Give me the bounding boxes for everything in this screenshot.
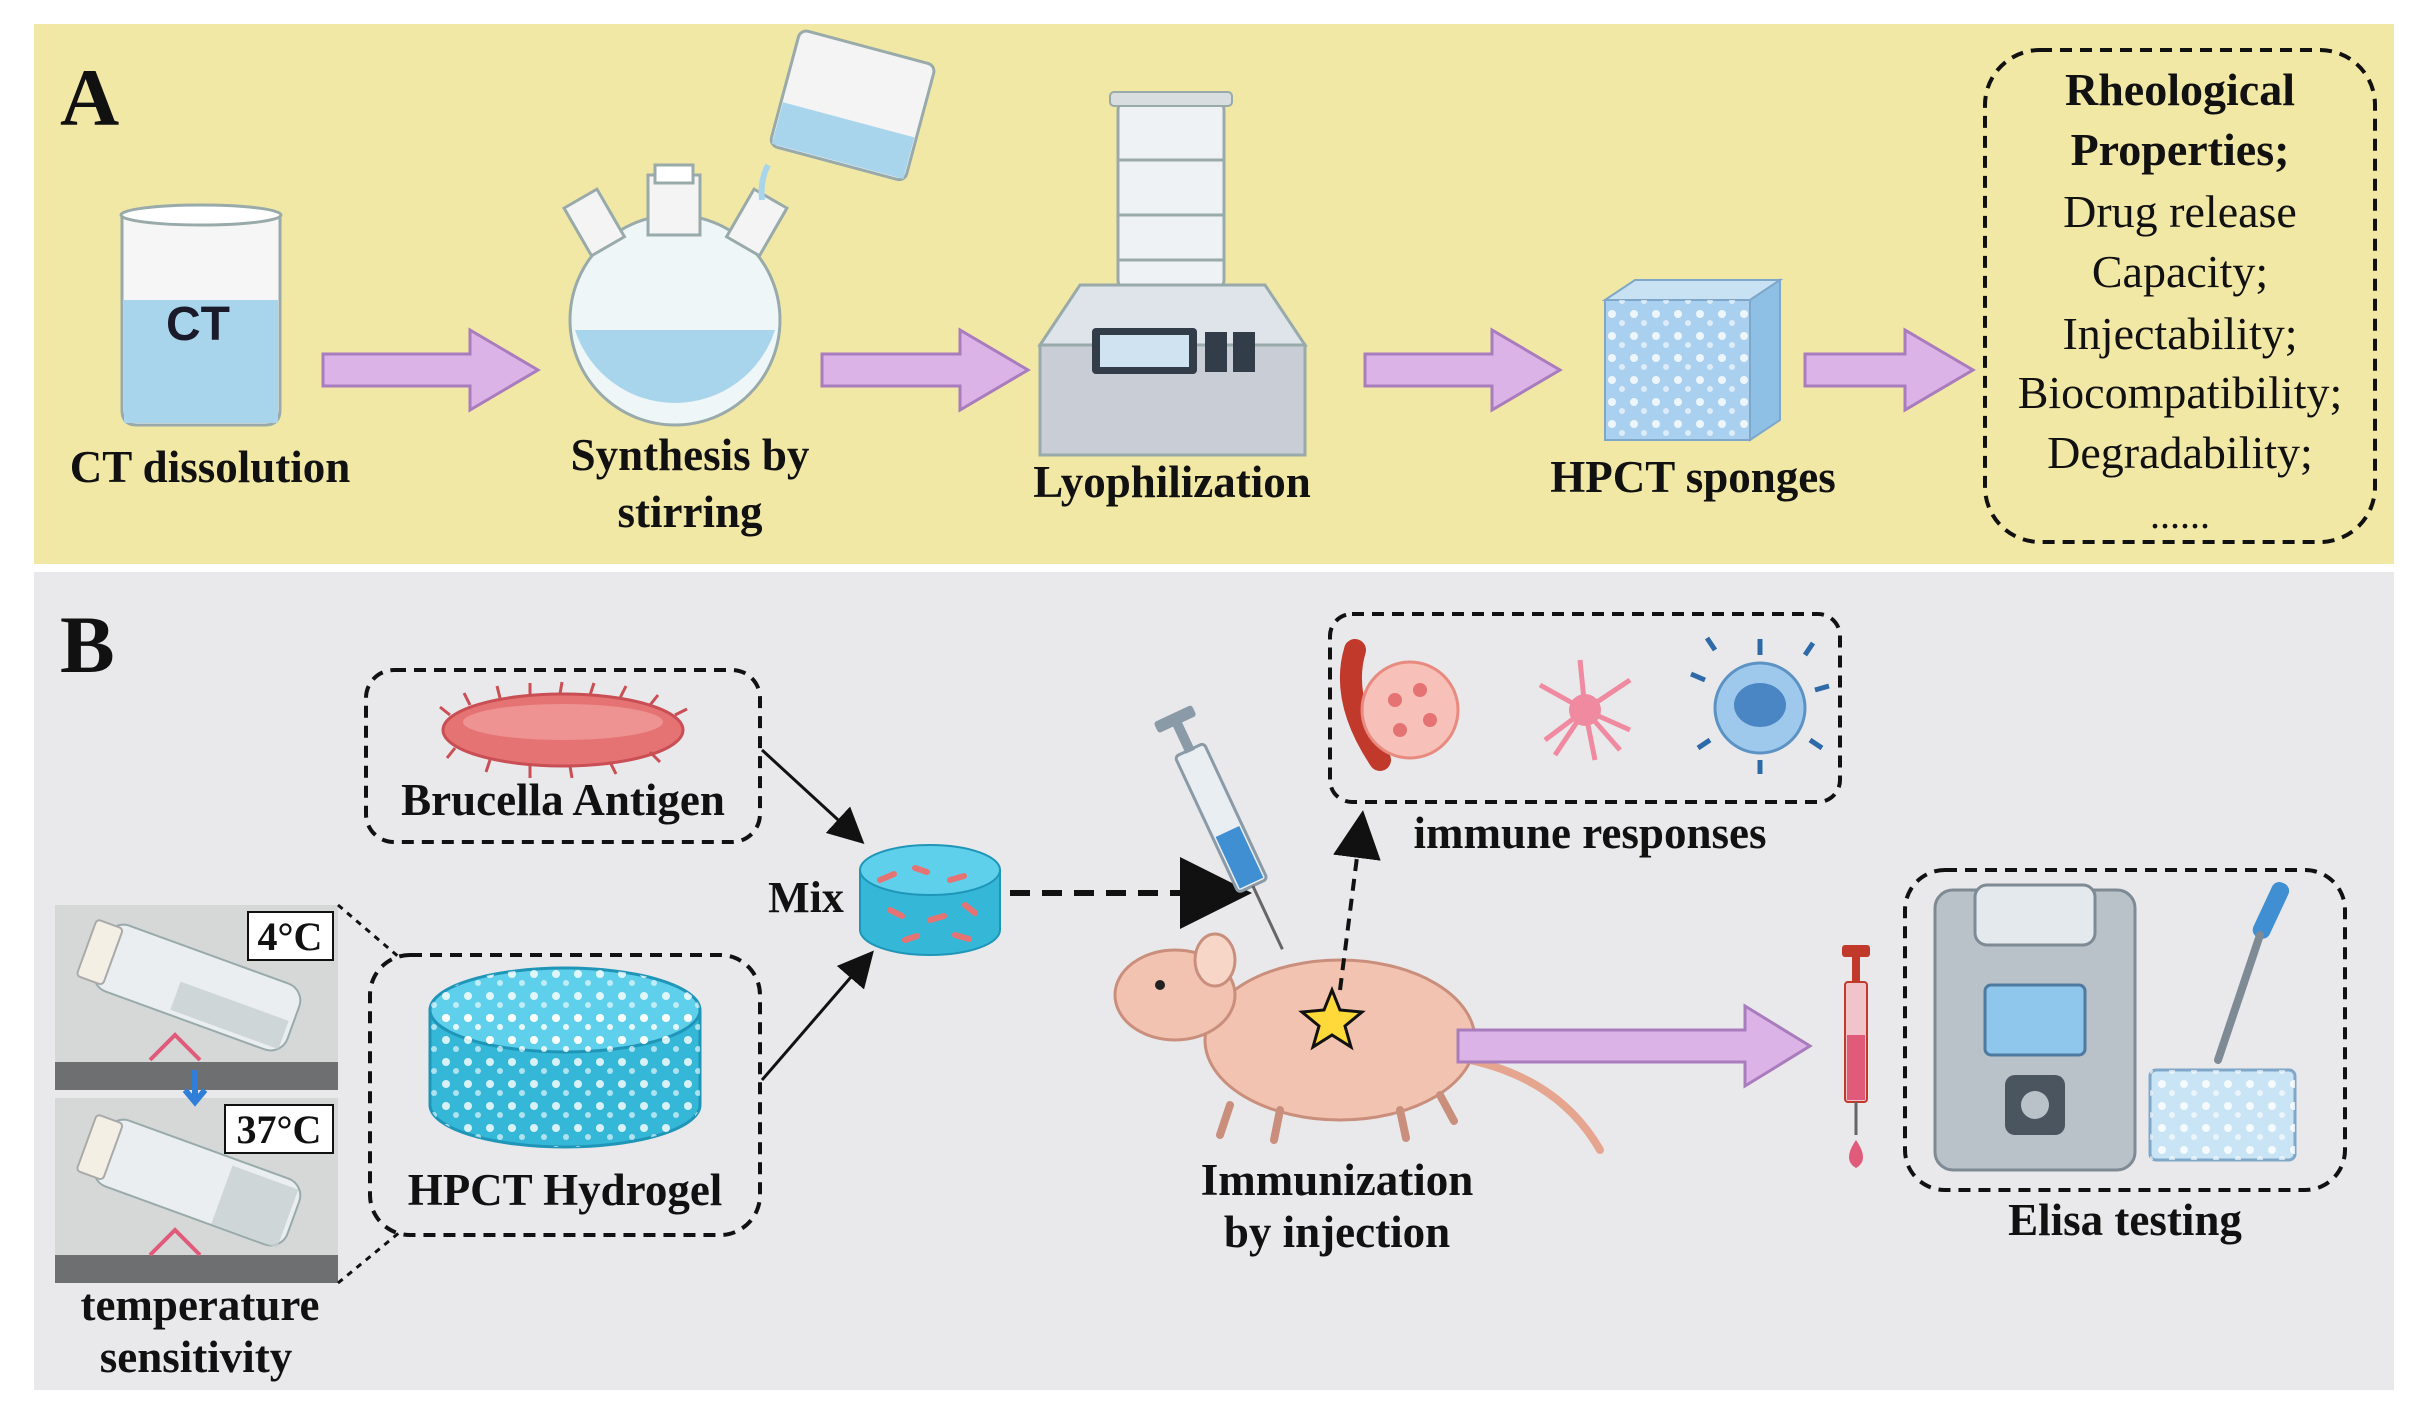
temperature-arrow xyxy=(182,1070,208,1107)
elisa-testing-label: Elisa testing xyxy=(2008,1195,2242,1245)
step-synthesis-line2: stirring xyxy=(618,487,763,537)
syringe-icon xyxy=(1154,705,1284,950)
step-hpct-sponges: HPCT sponges xyxy=(1550,452,1836,502)
temperature-label-line1: temperature xyxy=(80,1280,319,1330)
properties-line: ...... xyxy=(2150,492,2210,537)
pouring-beaker-icon xyxy=(769,29,936,182)
vial-photo-cold: 4°C xyxy=(55,905,338,1090)
properties-line: Injectability; xyxy=(2062,308,2297,359)
sponge-cube-icon xyxy=(1601,278,1784,442)
brucella-antigen-label: Brucella Antigen xyxy=(401,775,725,825)
process-arrow xyxy=(1456,1003,1813,1089)
temp-cold-label: 4°C xyxy=(258,914,323,959)
well-plate-icon xyxy=(2148,1068,2297,1162)
bacterium-icon xyxy=(439,681,688,779)
arrow-to-immune-responses xyxy=(1333,810,1381,991)
process-arrow xyxy=(820,327,1031,413)
elisa-reader-icon xyxy=(1933,883,2137,1172)
arrow-hydrogel-to-mix xyxy=(760,950,874,1081)
temperature-label-line2: sensitivity xyxy=(100,1332,293,1382)
blood-vessel-icon xyxy=(1339,639,1460,771)
vial-photo-warm: 37°C xyxy=(55,1098,338,1283)
beaker-icon: CT xyxy=(119,203,283,427)
process-arrow xyxy=(321,327,541,413)
antigen-box xyxy=(364,668,762,844)
properties-box xyxy=(1983,48,2377,544)
round-flask-icon xyxy=(561,163,790,427)
properties-line: Biocompatibility; xyxy=(2018,367,2343,418)
immune-box xyxy=(1328,612,1842,804)
properties-line: Rheological xyxy=(2065,64,2295,115)
step-lyophilization: Lyophilization xyxy=(1033,457,1311,507)
immunization-line2: by injection xyxy=(1224,1207,1450,1257)
process-arrow xyxy=(1363,327,1563,413)
immune-responses-label: immune responses xyxy=(1414,808,1767,858)
hpct-hydrogel-label: HPCT Hydrogel xyxy=(408,1165,723,1215)
arrow-antigen-to-mix xyxy=(760,748,865,845)
properties-line: Capacity; xyxy=(2092,246,2268,297)
connector-line xyxy=(337,1230,401,1285)
step-ct-dissolution: CT dissolution xyxy=(70,442,351,492)
elisa-box xyxy=(1903,868,2347,1192)
dendritic-cell-icon xyxy=(1538,659,1632,761)
freeze-dryer-icon xyxy=(1037,91,1308,457)
mix-label: Mix xyxy=(768,873,844,922)
step-synthesis-line1: Synthesis by xyxy=(571,430,810,480)
properties-line: Properties; xyxy=(2071,124,2290,175)
temp-warm-label: 37°C xyxy=(237,1107,322,1152)
properties-line: Degradability; xyxy=(2047,427,2313,478)
beaker-label: CT xyxy=(166,298,230,351)
properties-line: Drug release xyxy=(2063,186,2297,237)
panel-b-letter: B xyxy=(60,599,115,690)
process-arrow xyxy=(1803,327,1976,413)
immunization-line1: Immunization xyxy=(1201,1155,1474,1205)
connector-line xyxy=(337,903,401,960)
pipette-icon xyxy=(2214,882,2290,1064)
blood-syringe-icon xyxy=(1842,945,1870,1168)
hydrogel-disc-icon xyxy=(428,966,702,1149)
pour-stream xyxy=(758,163,771,201)
panel-a-letter: A xyxy=(60,52,119,143)
mixed-hydrogel-icon xyxy=(859,844,1001,956)
hydrogel-box xyxy=(368,953,762,1237)
injection-site-star-icon xyxy=(1298,985,1366,1051)
immune-cell-icon xyxy=(1690,636,1830,774)
